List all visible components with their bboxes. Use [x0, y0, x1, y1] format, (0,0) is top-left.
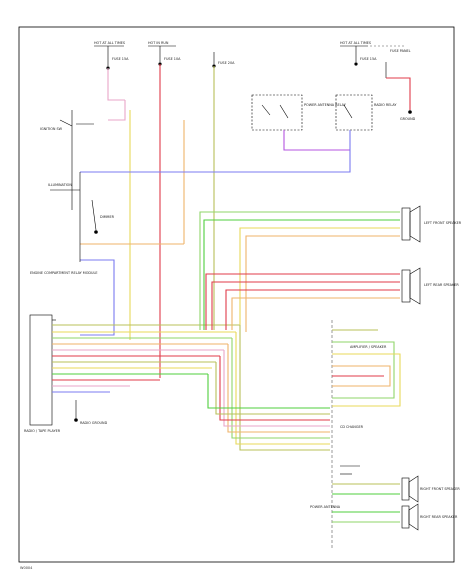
relay-ground-label: GROUND	[400, 117, 416, 121]
fuse-label-2: FUSE 10A	[164, 57, 181, 61]
illumination-label: ILLUMINATION	[48, 183, 72, 187]
rear-speaker-wires	[205, 273, 400, 330]
diagram-frame	[18, 26, 455, 563]
rear-left-speaker: LEFT REAR SPEAKER	[401, 267, 459, 305]
relay-right: RADIO RELAY	[335, 94, 397, 131]
radio-harness	[52, 324, 240, 393]
ignition-switch: IGNITION SW	[40, 110, 94, 210]
fuse-label-1: FUSE 15A	[112, 57, 129, 61]
relay-ground: GROUND	[385, 62, 416, 121]
ground-icon	[408, 110, 412, 114]
radio-ground-label: RADIO GROUND	[80, 421, 108, 425]
harness-drops	[207, 325, 330, 451]
relay-right-label: RADIO RELAY	[374, 103, 397, 107]
front-left-speaker-label: LEFT FRONT SPEAKER	[424, 221, 462, 225]
wire-pink	[107, 68, 125, 101]
power-header-3: HOT AT ALL TIMES	[340, 41, 371, 45]
power-antenna: POWER ANTENNA	[310, 465, 360, 509]
radio-block: RADIO / TAPE PLAYER RADIO GROUND	[24, 314, 108, 433]
power-antenna-label: POWER ANTENNA	[310, 505, 341, 509]
front-speaker-wires	[199, 211, 400, 332]
fuse-label-3: FUSE 20A	[218, 61, 235, 65]
ground-icon	[94, 230, 98, 234]
module-label: ENGINE COMPARTMENT RELAY MODULE	[30, 271, 98, 275]
rear-left-speaker-label: LEFT REAR SPEAKER	[424, 283, 459, 287]
fuse-label-4: FUSE 15A	[360, 57, 377, 61]
dimmer-label: DIMMER	[100, 215, 115, 219]
right-front-speaker: RIGHT FRONT SPEAKER	[332, 475, 460, 503]
radio-label: RADIO / TAPE PLAYER	[24, 429, 61, 433]
amp-label: AMPLIFIER / SPEAKER	[350, 345, 387, 349]
relay-left: POWER ANTENNA RELAY	[251, 94, 347, 131]
cd-changer-label: CD CHANGER	[340, 425, 364, 429]
power-header-1: HOT AT ALL TIMES	[94, 41, 125, 45]
wire-purple	[283, 130, 350, 151]
amp-block: AMPLIFIER / SPEAKER CD CHANGER	[331, 320, 401, 548]
right-rear-speaker-label: RIGHT REAR SPEAKER	[420, 515, 458, 519]
footer-id: W0004	[20, 566, 33, 570]
power-header-2: HOT IN RUN	[148, 41, 169, 45]
right-rear-speaker: RIGHT REAR SPEAKER	[332, 503, 458, 531]
power-header-4: FUSE PANEL	[390, 49, 411, 53]
wire-blue	[80, 130, 351, 173]
ground-icon	[74, 418, 78, 422]
relay-left-label: POWER ANTENNA RELAY	[304, 103, 347, 107]
right-front-speaker-label: RIGHT FRONT SPEAKER	[420, 487, 460, 491]
front-left-speaker: LEFT FRONT SPEAKER	[401, 205, 462, 243]
power-headers: HOT AT ALL TIMES HOT IN RUN HOT AT ALL T…	[94, 41, 411, 53]
dimmer-area: ILLUMINATION DIMMER ENGINE COMPARTMENT R…	[30, 172, 115, 275]
ignition-switch-label: IGNITION SW	[40, 127, 63, 131]
fuse-icon	[354, 62, 358, 66]
wire-blue-lower	[80, 259, 115, 336]
fuses: FUSE 15A FUSE 10A FUSE 20A FUSE 15A	[106, 46, 377, 70]
